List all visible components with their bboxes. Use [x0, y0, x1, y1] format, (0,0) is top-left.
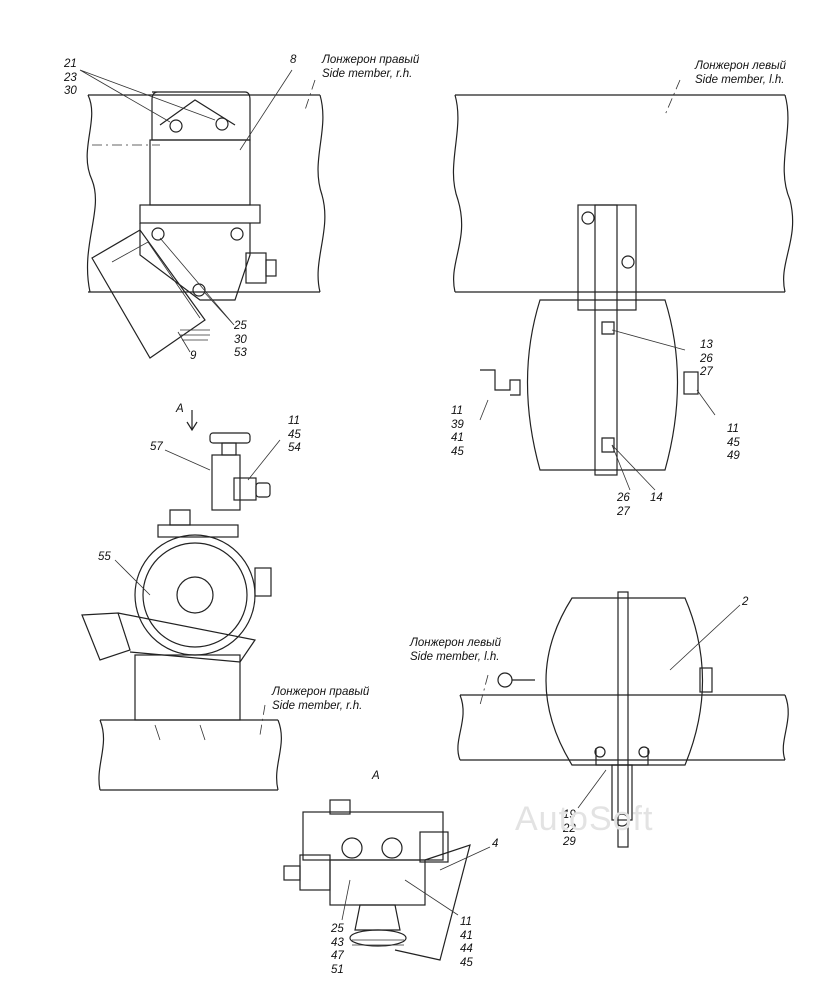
side-member-right-bottom-label: Лонжерон правый Side member, r.h.: [272, 686, 370, 712]
side-member-left-bottom-label: Лонжерон левый Side member, l.h.: [410, 637, 501, 663]
side-member-right-top-label: Лонжерон правый Side member, r.h.: [322, 54, 420, 80]
callout-26-27: 26 27: [617, 492, 630, 518]
middle-right-view: [457, 591, 789, 848]
bottom-view-a: [283, 799, 491, 961]
callout-55: 55: [98, 551, 111, 563]
callout-11-45-54: 11 45 54: [288, 415, 301, 454]
callout-25-30-53: 25 30 53: [234, 320, 247, 359]
callout-19-22-29: 19 22 29: [563, 809, 576, 848]
callout-9: 9: [190, 350, 197, 362]
callout-8: 8: [290, 54, 297, 66]
callout-21-23-30: 21 23 30: [64, 58, 77, 97]
callout-4: 4: [492, 838, 499, 850]
callout-11-39-41-45: 11 39 41 45: [451, 405, 464, 458]
top-left-view: [79, 69, 326, 359]
side-member-left-top-label: Лонжерон левый Side member, l.h.: [695, 60, 786, 86]
view-a-label: A: [372, 770, 380, 782]
callout-11-41-44-45: 11 41 44 45: [460, 916, 473, 969]
callout-13-26-27: 13 26 27: [700, 339, 713, 378]
arrow-a-label: A: [176, 403, 184, 415]
callout-11-45-49: 11 45 49: [727, 423, 740, 462]
watermark: AutoSoft: [515, 800, 654, 838]
callout-57: 57: [150, 441, 163, 453]
callout-2: 2: [742, 596, 749, 608]
top-right-view: [452, 79, 794, 491]
callout-14: 14: [650, 492, 663, 504]
callout-25-43-47-51: 25 43 47 51: [331, 923, 344, 976]
middle-left-view: [81, 410, 282, 791]
